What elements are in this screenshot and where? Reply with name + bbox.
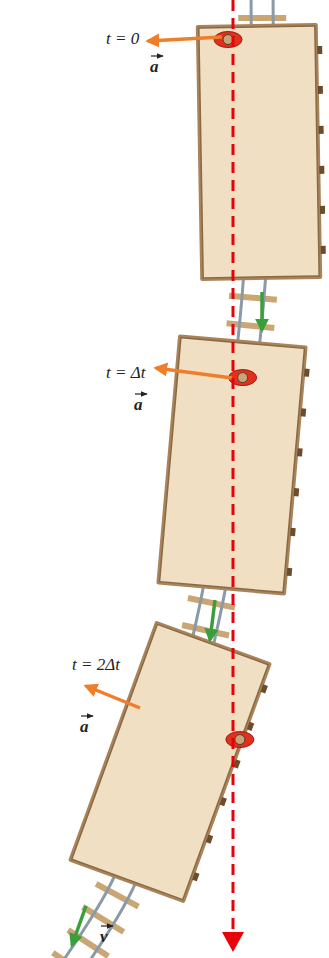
rider	[214, 32, 242, 48]
rail-tie	[229, 296, 277, 300]
velocity-arrow	[72, 906, 86, 945]
vector-sign	[151, 55, 163, 56]
reference-line	[222, 0, 244, 952]
velocity-arrow	[260, 292, 264, 330]
rail-car	[156, 334, 311, 596]
vector-symbol: a	[150, 58, 159, 75]
rail-car	[196, 23, 326, 281]
rider	[226, 732, 254, 748]
vector-sign	[81, 715, 93, 716]
cars	[68, 23, 326, 908]
time-label: t = 2Δt	[72, 656, 120, 673]
acceleration-arrow	[156, 368, 232, 378]
vector-sign	[101, 925, 113, 926]
time-label: t = Δt	[106, 364, 145, 381]
time-label: t = 0	[106, 30, 139, 47]
velocity-arrow	[210, 600, 215, 640]
rail-tie	[238, 15, 286, 21]
vector-symbol: a	[80, 718, 89, 735]
vector-symbol: v	[100, 928, 108, 945]
acceleration-arrow	[86, 686, 140, 708]
rail-tie	[53, 953, 93, 958]
vector-sign	[135, 393, 147, 394]
rail-tie	[188, 598, 235, 608]
acceleration-arrow	[148, 37, 222, 41]
rail-car	[68, 621, 283, 908]
vector-symbol: a	[134, 396, 143, 413]
